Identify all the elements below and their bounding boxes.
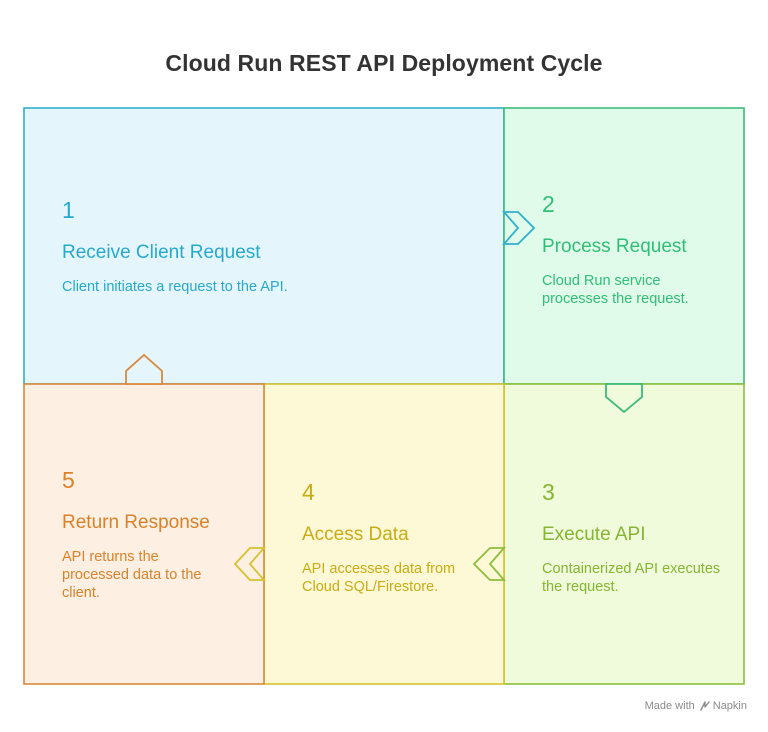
napkin-logo-icon [700, 701, 710, 711]
step-number: 2 [542, 191, 555, 217]
watermark-prefix: Made with [644, 700, 695, 712]
panel-2 [503, 107, 745, 385]
arrow-left-icon [233, 547, 266, 581]
panel-4 [263, 383, 505, 685]
panel-5 [23, 383, 265, 685]
step-heading: Receive Client Request [62, 242, 261, 263]
step-2: 2 Process Request Cloud Run service proc… [542, 191, 727, 308]
page-title: Cloud Run REST API Deployment Cycle [165, 50, 603, 76]
step-1: 1 Receive Client Request Client initiate… [62, 197, 482, 296]
step-heading: Process Request [542, 236, 687, 257]
step-description: Cloud Run service processes the request. [542, 273, 689, 307]
step-number: 5 [62, 467, 75, 493]
arrow-right-icon [502, 211, 536, 245]
step-number: 4 [302, 479, 315, 505]
watermark-brand-name: Napkin [712, 700, 747, 712]
step-description: API returns the processed data to the cl… [62, 549, 202, 601]
step-number: 3 [542, 479, 555, 505]
step-description: Client initiates a request to the API. [62, 279, 288, 295]
step-description: API accesses data from Cloud SQL/Firesto… [302, 561, 456, 595]
step-5: 5 Return Response API returns the proces… [62, 467, 227, 602]
arrow-left-icon [472, 547, 506, 581]
step-heading: Access Data [302, 524, 409, 545]
panel-1 [23, 107, 505, 385]
panel-3 [503, 383, 745, 685]
arrow-up-icon [125, 353, 163, 385]
step-4: 4 Access Data API accesses data from Clo… [302, 479, 492, 596]
step-heading: Return Response [62, 512, 210, 533]
step-description: Containerized API executes the request. [542, 561, 721, 595]
step-3: 3 Execute API Containerized API executes… [542, 479, 727, 596]
arrow-down-icon [605, 383, 643, 414]
step-number: 1 [62, 197, 75, 223]
napkin-watermark: Made with Napkin [645, 700, 747, 712]
step-heading: Execute API [542, 524, 646, 545]
watermark-brand: Napkin [699, 700, 747, 712]
